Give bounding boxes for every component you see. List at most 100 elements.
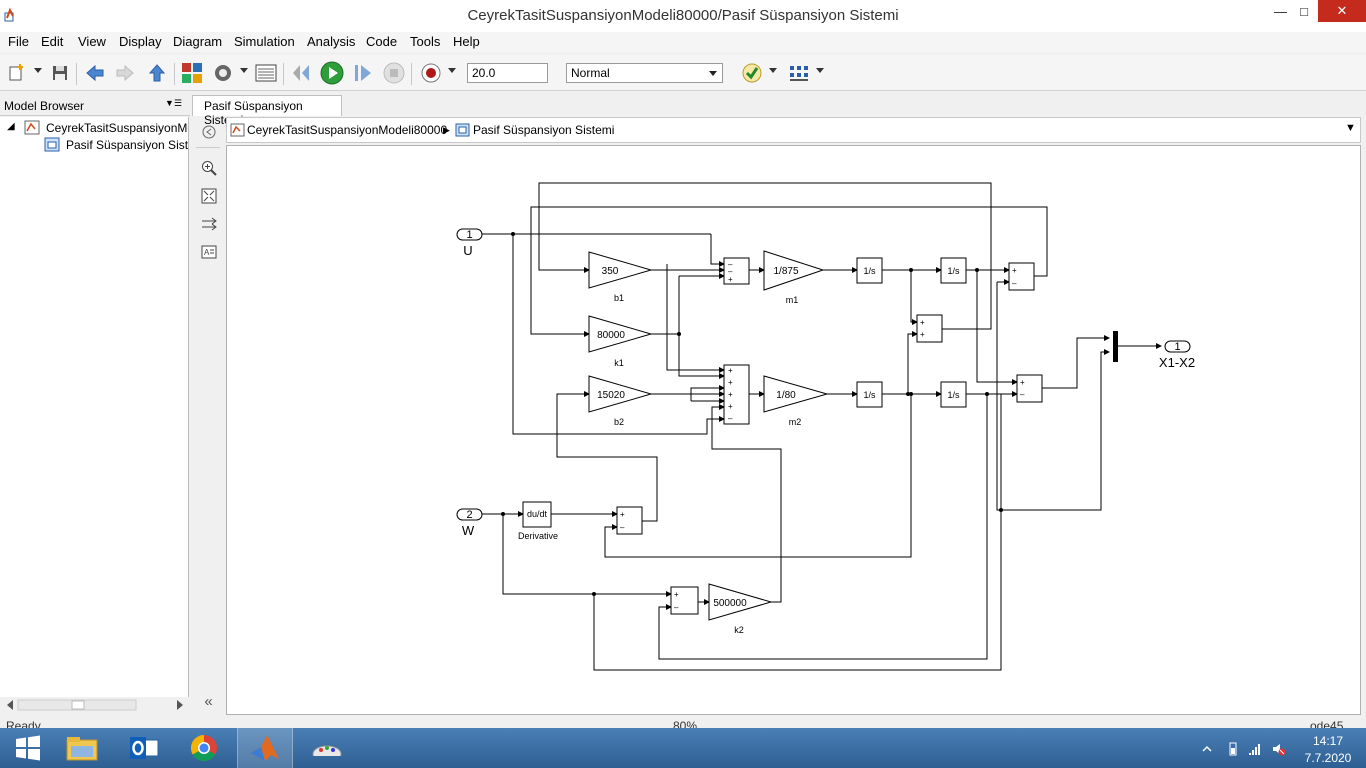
zoom-icon[interactable]: [200, 159, 217, 176]
inport-2[interactable]: [456, 508, 483, 521]
integrator-4[interactable]: 1/s: [940, 381, 967, 408]
gain-block-b2[interactable]: [588, 375, 653, 413]
gain-block-m2[interactable]: [763, 375, 829, 413]
breadcrumb-subsystem[interactable]: Pasif Süspansiyon Sistemi: [473, 123, 615, 137]
tab-pasif-suspansiyon[interactable]: Pasif Süspansiyon Sistemi: [192, 95, 342, 127]
check-model-icon[interactable]: [740, 61, 764, 85]
breadcrumb-model[interactable]: CeyrekTasitSuspansiyonModeli80000: [247, 123, 448, 137]
sum-block-k2[interactable]: +–: [670, 586, 699, 615]
sum-block-derivative[interactable]: +–: [616, 506, 643, 535]
hide-browser-icon[interactable]: [200, 123, 217, 140]
fit-to-view-icon[interactable]: [200, 187, 217, 204]
clock-date[interactable]: 7.7.2020: [1304, 751, 1352, 765]
integrator-1[interactable]: 1/s: [856, 257, 883, 284]
gear-icon[interactable]: [211, 61, 235, 85]
model-explorer-icon[interactable]: [254, 61, 278, 85]
horizontal-scrollbar[interactable]: [4, 697, 186, 713]
integrator-2[interactable]: 1/s: [940, 257, 967, 284]
network-signal-icon[interactable]: [1248, 742, 1262, 756]
gain-block-m1[interactable]: [763, 250, 825, 291]
menu-tools[interactable]: Tools: [410, 34, 441, 49]
forward-arrow-icon[interactable]: [113, 61, 137, 85]
chevron-down-icon[interactable]: [34, 68, 42, 73]
up-arrow-icon[interactable]: [145, 61, 169, 85]
outport-1[interactable]: [1164, 340, 1191, 353]
gain-m1-value: 1/875: [773, 266, 798, 277]
volume-muted-icon[interactable]: [1272, 742, 1286, 756]
sum-block-right-bottom[interactable]: +–: [1016, 374, 1043, 403]
tree-item-subsystem[interactable]: Pasif Süspansiyon Sistemi: [66, 138, 189, 152]
menu-analysis[interactable]: Analysis: [307, 34, 356, 49]
file-explorer-icon[interactable]: [54, 728, 110, 768]
matlab-icon[interactable]: [237, 728, 293, 768]
inport-1[interactable]: [456, 228, 483, 241]
stop-time-input[interactable]: [467, 63, 548, 83]
model-icon: [230, 123, 245, 137]
chevron-down-icon[interactable]: ▼☰: [165, 98, 182, 108]
annotation-icon[interactable]: A: [200, 243, 217, 260]
step-back-icon[interactable]: [290, 61, 314, 85]
stop-icon[interactable]: [382, 61, 406, 85]
step-forward-icon[interactable]: [351, 61, 375, 85]
outlook-icon[interactable]: [116, 728, 172, 768]
svg-text:+: +: [728, 275, 733, 284]
chevron-down-icon[interactable]: [448, 68, 456, 73]
paint-app-icon[interactable]: [299, 728, 355, 768]
tree-item-model[interactable]: CeyrekTasitSuspansiyonModeli80000: [46, 121, 189, 135]
signal-lines-icon[interactable]: [200, 215, 217, 232]
menu-display[interactable]: Display: [119, 34, 162, 49]
gain-block-k1[interactable]: [588, 315, 653, 353]
svg-text:–: –: [1012, 279, 1017, 288]
menu-edit[interactable]: Edit: [41, 34, 64, 49]
integrator-3[interactable]: 1/s: [856, 381, 883, 408]
menu-view[interactable]: View: [78, 34, 106, 49]
chevron-down-icon[interactable]: [816, 68, 824, 73]
tray-expand-icon[interactable]: [1200, 742, 1214, 756]
maximize-button[interactable]: □: [1300, 4, 1308, 19]
sum-block-feedback[interactable]: ++: [916, 314, 943, 343]
menu-simulation[interactable]: Simulation: [234, 34, 295, 49]
toolbar-separator: [283, 63, 284, 85]
new-model-icon[interactable]: [5, 61, 29, 85]
gain-block-b1[interactable]: [588, 251, 653, 289]
record-icon[interactable]: [419, 61, 443, 85]
windows-start-icon[interactable]: [0, 728, 56, 768]
diagram-canvas[interactable]: 1 U 2 W 1 X1-X2 350 b1 80000 k1 15020 b2…: [226, 145, 1361, 715]
toolbar-separator: [76, 63, 77, 85]
menu-diagram[interactable]: Diagram: [173, 34, 223, 49]
sum-block-mid[interactable]: ++ ++–: [723, 364, 750, 425]
back-arrow-icon[interactable]: [83, 61, 107, 85]
chevron-down-icon[interactable]: [240, 68, 248, 73]
derivative-block[interactable]: du/dt: [522, 501, 552, 528]
close-button[interactable]: ✕: [1318, 0, 1366, 22]
minimize-button[interactable]: —: [1274, 4, 1287, 19]
mux-block[interactable]: [1113, 331, 1118, 362]
double-chevron-left-icon[interactable]: «: [204, 693, 213, 710]
menu-help[interactable]: Help: [453, 34, 480, 49]
simulation-mode-select[interactable]: Normal: [566, 63, 723, 83]
svg-text:+: +: [620, 510, 625, 519]
chrome-icon[interactable]: [176, 728, 232, 768]
palette-separator: [196, 147, 220, 148]
menu-file[interactable]: File: [8, 34, 29, 49]
save-icon[interactable]: [48, 61, 72, 85]
tree-expand-icon[interactable]: ◢: [7, 121, 15, 132]
chevron-down-icon[interactable]: [769, 68, 777, 73]
clock-time[interactable]: 14:17: [1312, 734, 1344, 748]
sum-block-top[interactable]: ––+: [723, 257, 750, 285]
chevron-down-icon[interactable]: ▼: [1345, 122, 1356, 134]
svg-text:1/s: 1/s: [863, 390, 876, 400]
svg-text:–: –: [620, 523, 625, 532]
grid-layout-icon[interactable]: [787, 61, 811, 85]
gain-block-k2[interactable]: [708, 583, 773, 621]
run-icon[interactable]: [320, 61, 344, 85]
inport-1-label: U: [463, 243, 472, 258]
menu-code[interactable]: Code: [366, 34, 398, 49]
simulation-mode-value: Normal: [571, 66, 610, 80]
library-browser-icon[interactable]: [180, 61, 204, 85]
svg-text:1/s: 1/s: [947, 390, 960, 400]
svg-text:+: +: [920, 318, 925, 327]
sum-block-right-top[interactable]: +–: [1008, 262, 1035, 291]
signal-lines: [482, 182, 1162, 671]
battery-icon[interactable]: [1226, 742, 1240, 756]
